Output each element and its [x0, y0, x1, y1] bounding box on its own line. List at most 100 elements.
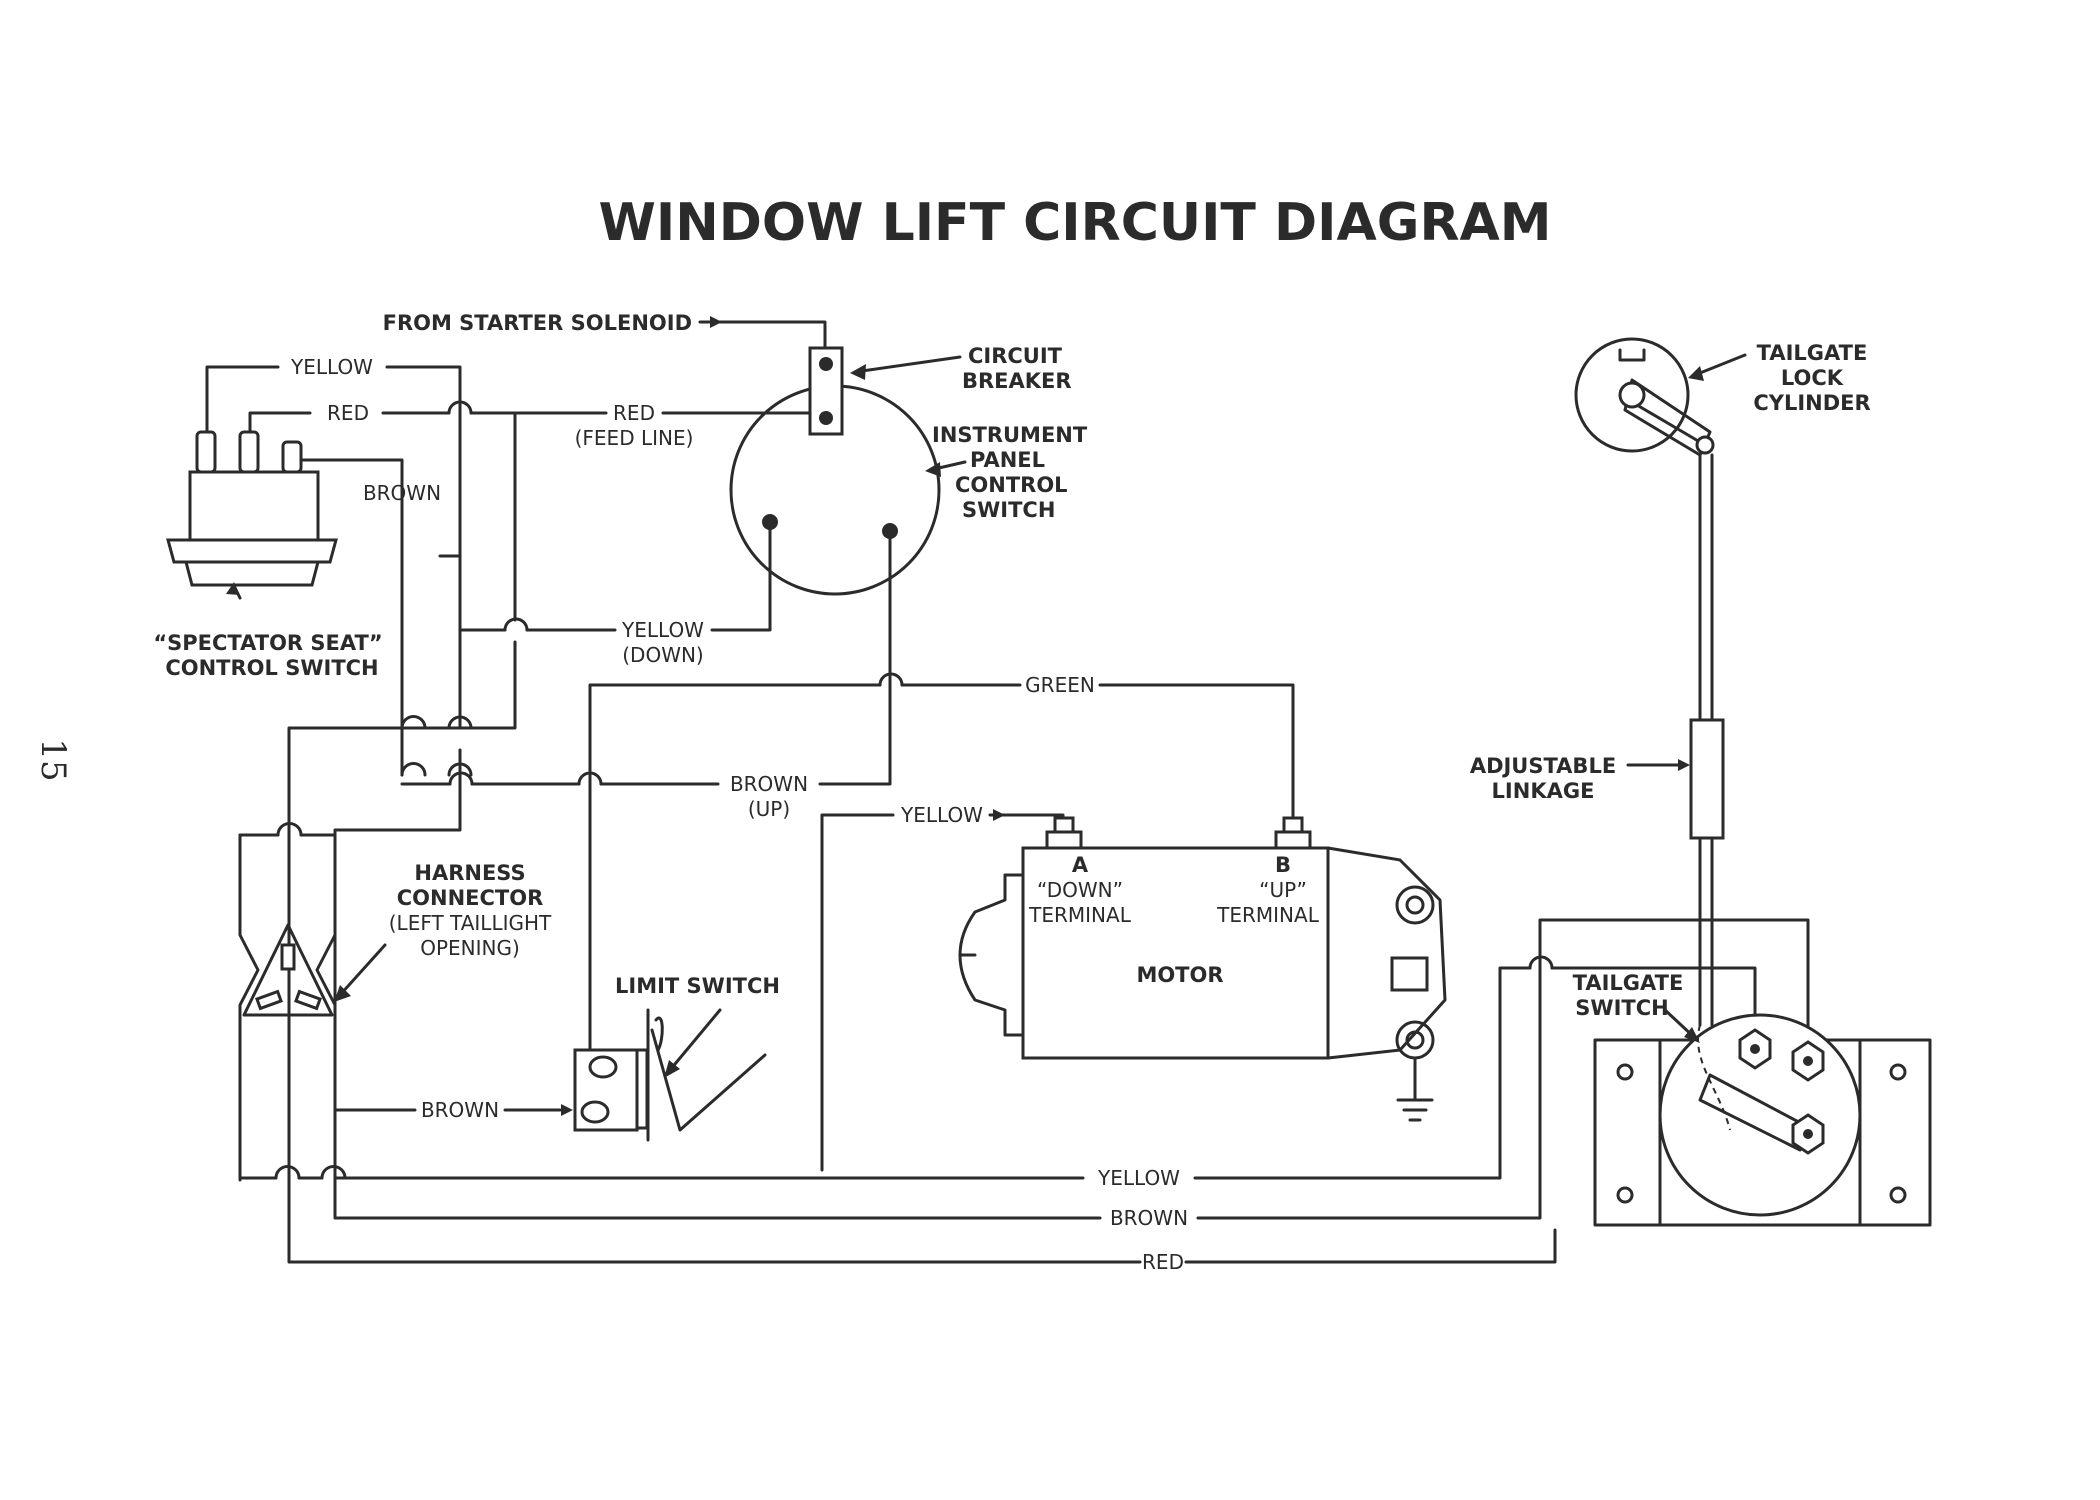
label-terminal-a-2: “DOWN” — [1037, 878, 1123, 902]
wire-brown-bottom-b — [1196, 918, 1810, 1220]
tailgate-lock-cylinder-body — [1574, 337, 1690, 453]
tailgate-cam-dashed — [1697, 1024, 1731, 1131]
hop-9 — [320, 1165, 347, 1180]
arrow-starter — [710, 316, 722, 328]
arrow-yellow-motor — [993, 809, 1005, 821]
tailgate-terminal-2-dot — [1803, 1056, 1813, 1066]
label-instrument-3: CONTROL — [955, 473, 1068, 497]
hop-12 — [400, 762, 427, 777]
harness-pin-top — [280, 943, 296, 971]
wire-label-yellow-bottom: YELLOW — [1097, 1166, 1180, 1190]
wire-label-yellow-down-1: YELLOW — [621, 618, 704, 642]
wire-label-brown-up-2: (UP) — [748, 797, 790, 821]
hop-4 — [577, 771, 603, 786]
breaker-terminal-bottom — [819, 411, 833, 425]
limit-pointer — [668, 1008, 722, 1072]
wire-yellow-top-left — [205, 365, 280, 434]
spectator-pin-1 — [195, 430, 217, 474]
adjustable-linkage-body — [1689, 718, 1725, 840]
tailgate-switch-arm — [1698, 1073, 1812, 1152]
wiring — [205, 316, 1810, 1264]
motor — [958, 816, 1447, 1122]
label-terminal-a-1: A — [1072, 853, 1089, 877]
motor-mount-slot — [1390, 956, 1429, 992]
tailgate-terminal-1-dot — [1750, 1044, 1760, 1054]
motor-terminal-b-nut — [1282, 816, 1304, 834]
wire-harness-left — [238, 833, 260, 1182]
label-tailgate-switch-1: TAILGATE — [1573, 971, 1684, 995]
wire-label-red-feed-2: (FEED LINE) — [575, 426, 694, 450]
hop-2 — [503, 617, 529, 632]
spectator-pin-3 — [281, 440, 303, 474]
labels: FROM STARTER SOLENOID CIRCUIT BREAKER IN… — [153, 311, 1870, 1274]
label-instrument-4: SWITCH — [962, 498, 1055, 522]
limit-spring — [654, 1016, 664, 1052]
wire-harness-right — [315, 833, 337, 1102]
spectator-switch-body — [188, 470, 320, 542]
wire-label-green: GREEN — [1025, 673, 1095, 697]
motor-mount-hole-bottom-inner — [1405, 1030, 1425, 1050]
instrument-arrow — [925, 462, 941, 477]
limit-terminal-top — [588, 1055, 618, 1079]
label-harness-3: (LEFT TAILLIGHT — [389, 911, 552, 935]
hop-6 — [1528, 955, 1554, 970]
label-harness-4: OPENING) — [420, 936, 520, 960]
instrument-panel-control-switch — [729, 346, 967, 596]
wire-red-top-left — [248, 411, 312, 434]
breaker-terminal-top — [819, 357, 833, 371]
wire-crossovers — [274, 400, 1554, 1180]
linkage-arrow — [1678, 759, 1690, 771]
harness-pointer — [338, 943, 387, 997]
tailgate-terminal-3-dot — [1803, 1129, 1813, 1139]
spectator-switch-base — [184, 560, 320, 587]
label-terminal-a-3: TERMINAL — [1028, 903, 1132, 927]
harness-pin-left — [255, 989, 283, 1011]
wire-green-a — [588, 683, 882, 1062]
lock-arm-end — [1695, 435, 1715, 455]
limit-switch — [573, 1008, 767, 1142]
motor-terminal-b — [1274, 830, 1312, 850]
tailgate-lock-assembly — [1574, 337, 1747, 1027]
wire-brown-bottom-a — [333, 1176, 1102, 1220]
wire-label-brown-limit: BROWN — [421, 1098, 499, 1122]
plate-hole-2 — [1889, 1063, 1907, 1081]
motor-terminal-a-nut — [1053, 816, 1075, 834]
label-harness-2: CONNECTOR — [397, 886, 544, 910]
wire-yellow-motor-b — [820, 813, 895, 1172]
label-adjustable-linkage-2: LINKAGE — [1492, 779, 1595, 803]
lock-arrow — [1688, 366, 1704, 381]
motor-mount-hole-bottom — [1395, 1020, 1435, 1060]
harness-connector-triangle — [242, 923, 334, 1017]
label-spectator-1: “SPECTATOR SEAT” — [153, 631, 382, 655]
hop-1 — [447, 400, 473, 415]
motor-mount-hole-top-inner — [1405, 895, 1425, 915]
wire-label-red-bottom: RED — [1142, 1250, 1184, 1274]
instrument-terminal-left — [762, 514, 778, 530]
tailgate-switch-arrow — [1684, 1027, 1700, 1043]
lock-pivot — [1618, 381, 1646, 409]
diagram-title: WINDOW LIFT CIRCUIT DIAGRAM — [599, 193, 1552, 253]
wire-yellow-drop-b — [333, 748, 1085, 1180]
label-tailgate-lock-1: TAILGATE — [1757, 341, 1868, 365]
arrow-brown-limit — [561, 1104, 573, 1116]
wire-yellow-top — [385, 365, 462, 558]
motor-body — [1021, 846, 1330, 1060]
instrument-terminal-right — [882, 523, 898, 539]
lock-key-slot — [1618, 348, 1646, 362]
wire-label-red-feed-1: RED — [613, 401, 655, 425]
wire-label-brown-switch: BROWN — [363, 481, 441, 505]
hop-8 — [274, 1165, 301, 1180]
lock-pointer — [1693, 353, 1747, 377]
wire-yellow-bottom-a — [1193, 966, 1532, 1180]
breaker-pointer — [853, 355, 962, 374]
wire-label-yellow-motor: YELLOW — [900, 803, 983, 827]
label-circuit-breaker-1: CIRCUIT — [968, 344, 1063, 368]
harness-arrow — [334, 985, 351, 1002]
label-tailgate-switch-2: SWITCH — [1575, 996, 1668, 1020]
label-instrument-1: INSTRUMENT — [932, 423, 1088, 447]
wire-brown-switch — [291, 458, 404, 777]
wire-yellow-down-c — [710, 520, 772, 632]
label-circuit-breaker-2: BREAKER — [962, 369, 1072, 393]
